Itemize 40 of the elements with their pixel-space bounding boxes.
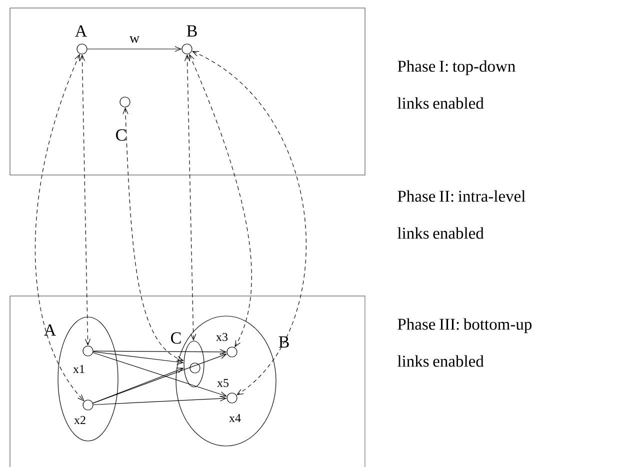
node-circle — [76, 44, 88, 54]
node-circle — [190, 362, 200, 374]
arrow — [92, 352, 227, 397]
arrow — [184, 54, 196, 341]
arrow — [192, 51, 306, 396]
group-ellipse — [184, 340, 204, 388]
node-label: x3 — [216, 332, 228, 342]
node-circle — [120, 96, 130, 108]
node-label: B — [278, 336, 289, 348]
node-label: x2 — [74, 416, 86, 424]
panel-box — [10, 296, 366, 467]
arrow — [79, 54, 91, 346]
node-circle — [182, 44, 192, 54]
group-ellipse — [58, 316, 118, 442]
node-label: A — [44, 324, 56, 336]
node-label: A — [75, 25, 88, 37]
arrow — [92, 368, 184, 404]
panel-box — [10, 8, 366, 176]
arrow — [35, 54, 84, 402]
phase-note: Phase II: intra-level links enabled — [398, 190, 526, 239]
node-circle — [226, 346, 238, 358]
node-label: x4 — [229, 414, 241, 422]
edge-label: w — [128, 35, 141, 44]
node-label: C — [171, 332, 181, 344]
arrow — [92, 351, 184, 365]
arrow — [93, 349, 227, 355]
node-circle — [226, 392, 238, 404]
node-label: x5 — [217, 379, 229, 387]
node-label: C — [116, 129, 126, 141]
arrow — [87, 46, 182, 52]
arrow — [93, 396, 227, 406]
node-circle — [82, 346, 94, 356]
phase-note: Phase I: top-down links enabled — [398, 60, 516, 109]
node-label: x1 — [73, 365, 84, 373]
arrow — [189, 54, 252, 348]
arrow — [122, 107, 184, 362]
arrow — [92, 354, 228, 404]
node-label: B — [186, 25, 197, 37]
node-circle — [82, 400, 94, 410]
phase-note: Phase III: bottom-up links enabled — [398, 318, 532, 367]
